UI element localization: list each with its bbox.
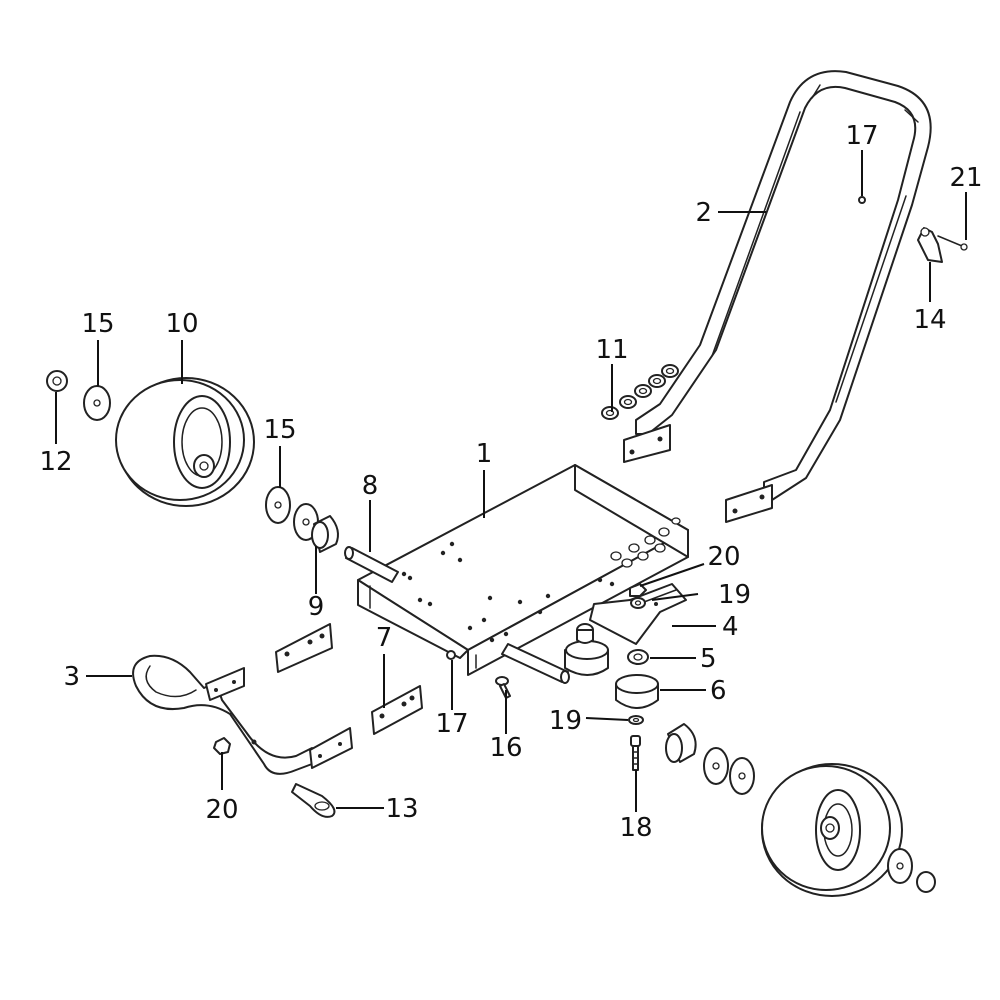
washer-small-left [46,370,68,392]
left-wheel [115,377,255,507]
cap-right [916,871,936,893]
callout-3: 3 [63,662,80,692]
callout-17-deck: 17 [435,709,468,739]
frame-holes [401,517,681,643]
front-handle [132,654,313,775]
callout-21: 21 [949,163,982,193]
latch-clip [917,227,943,263]
callout-4: 4 [722,612,739,642]
washer-right-a [703,747,729,785]
callout-12: 12 [39,447,72,477]
callout-15-center: 15 [263,415,296,445]
callout-18: 18 [619,813,652,843]
callout-19-lower: 19 [549,706,582,736]
nut-set [601,364,679,420]
spacer-bushing [665,723,697,763]
front-handle-bracket-b [309,727,353,769]
mount-plate-upper [275,623,333,673]
axle-left [344,546,399,583]
callout-6: 6 [710,676,727,706]
callout-13: 13 [385,794,418,824]
washer-bushing [293,503,339,553]
nut-small-handle [858,196,866,204]
callout-17-handle: 17 [845,121,878,151]
washer-upper [630,597,646,609]
rubber-foot-small [627,649,649,665]
callout-16: 16 [489,733,522,763]
callout-9: 9 [308,592,325,622]
nut-small-deck [446,650,456,660]
callout-2: 2 [695,198,712,228]
bolt-lower [630,735,641,771]
eye-bolt [291,783,336,818]
frame-deck [357,464,689,676]
callout-20-lower: 20 [205,795,238,825]
washer-lower [628,715,644,725]
callout-labels: 1 2 3 4 5 6 7 8 9 10 11 12 13 14 15 15 1… [39,121,982,843]
mount-plate-lower [371,685,423,735]
handle-bracket-left [623,424,671,463]
rubber-foot-large [615,674,659,709]
callout-5: 5 [700,644,717,674]
bolt-small [495,676,511,699]
washer-center [265,486,291,524]
callout-8: 8 [362,471,379,501]
leader-lines [55,150,967,812]
callout-10: 10 [165,309,198,339]
right-wheel [761,763,903,897]
axle-right [501,643,570,684]
nut-lower [213,737,231,755]
handle-bracket-right [725,484,773,523]
callout-7: 7 [376,623,393,653]
callout-15-left: 15 [81,309,114,339]
nut-upper [629,583,647,597]
callout-1: 1 [476,439,493,469]
washer-right-outer [887,848,913,884]
pin [937,235,968,251]
callout-14: 14 [913,305,946,335]
washer-large-left [83,385,111,421]
rubber-foot-center [564,623,609,676]
washer-right-b [729,757,755,795]
callout-19-upper: 19 [718,580,751,610]
callout-20-upper: 20 [707,542,740,572]
callout-11: 11 [595,335,628,365]
handle-part [635,70,932,501]
front-handle-bracket-a [205,667,245,701]
